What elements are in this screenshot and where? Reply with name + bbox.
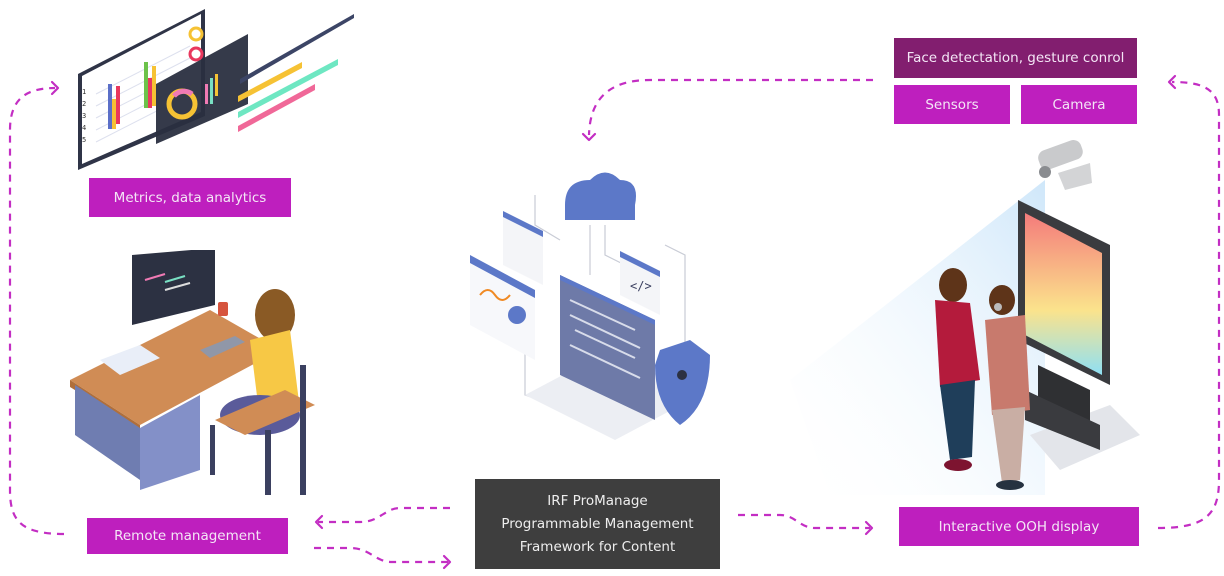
- core-line-1: IRF ProManage: [547, 492, 648, 509]
- arrowhead-remote: [314, 514, 324, 530]
- ooh-display-node[interactable]: Interactive OOH display: [899, 507, 1139, 546]
- arrowhead-face: [1167, 74, 1177, 90]
- camera-node[interactable]: Camera: [1021, 85, 1137, 124]
- metrics-node[interactable]: Metrics, data analytics: [89, 178, 291, 217]
- analytics-dashboard-illustration: 1 2 3 4 5: [78, 9, 354, 170]
- camera-icon: [1038, 139, 1092, 190]
- svg-text:4: 4: [82, 124, 86, 132]
- arrow-remote-to-core: [314, 546, 448, 564]
- svg-text:2: 2: [82, 100, 86, 108]
- svg-text:</>: </>: [630, 279, 652, 293]
- camera-label: Camera: [1052, 96, 1106, 113]
- arrowhead-ooh: [864, 520, 874, 536]
- svg-text:3: 3: [82, 112, 86, 120]
- svg-text:5: 5: [82, 136, 86, 144]
- promanage-core-node[interactable]: IRF ProManage Programmable Management Fr…: [475, 479, 720, 569]
- arrowhead-core: [442, 554, 452, 570]
- arrow-ooh-to-face: [1157, 80, 1221, 530]
- core-line-2: Programmable Management: [501, 515, 694, 532]
- woman-at-desk-illustration: [70, 250, 315, 495]
- arrowhead-cloud: [581, 132, 597, 142]
- face-detection-node[interactable]: Face detectation, gesture conrol: [894, 38, 1137, 78]
- remote-management-node[interactable]: Remote management: [87, 518, 288, 554]
- people-at-ooh-display-illustration: [790, 139, 1140, 495]
- metrics-label: Metrics, data analytics: [113, 189, 267, 206]
- face-detection-label: Face detectation, gesture conrol: [906, 50, 1125, 66]
- core-line-3: Framework for Content: [519, 538, 676, 555]
- arrow-core-to-remote: [318, 506, 450, 524]
- arrow-core-to-ooh: [738, 513, 870, 530]
- sensors-label: Sensors: [925, 96, 979, 113]
- remote-management-label: Remote management: [114, 528, 261, 544]
- arrow-face-to-core: [587, 78, 873, 136]
- ooh-display-label: Interactive OOH display: [938, 518, 1100, 535]
- arrowhead-metrics: [50, 80, 60, 96]
- svg-text:1: 1: [82, 88, 86, 96]
- sensors-node[interactable]: Sensors: [894, 85, 1010, 124]
- arrow-remote-to-metrics: [8, 86, 65, 536]
- cloud-laptop-security-illustration: </>: [470, 172, 710, 440]
